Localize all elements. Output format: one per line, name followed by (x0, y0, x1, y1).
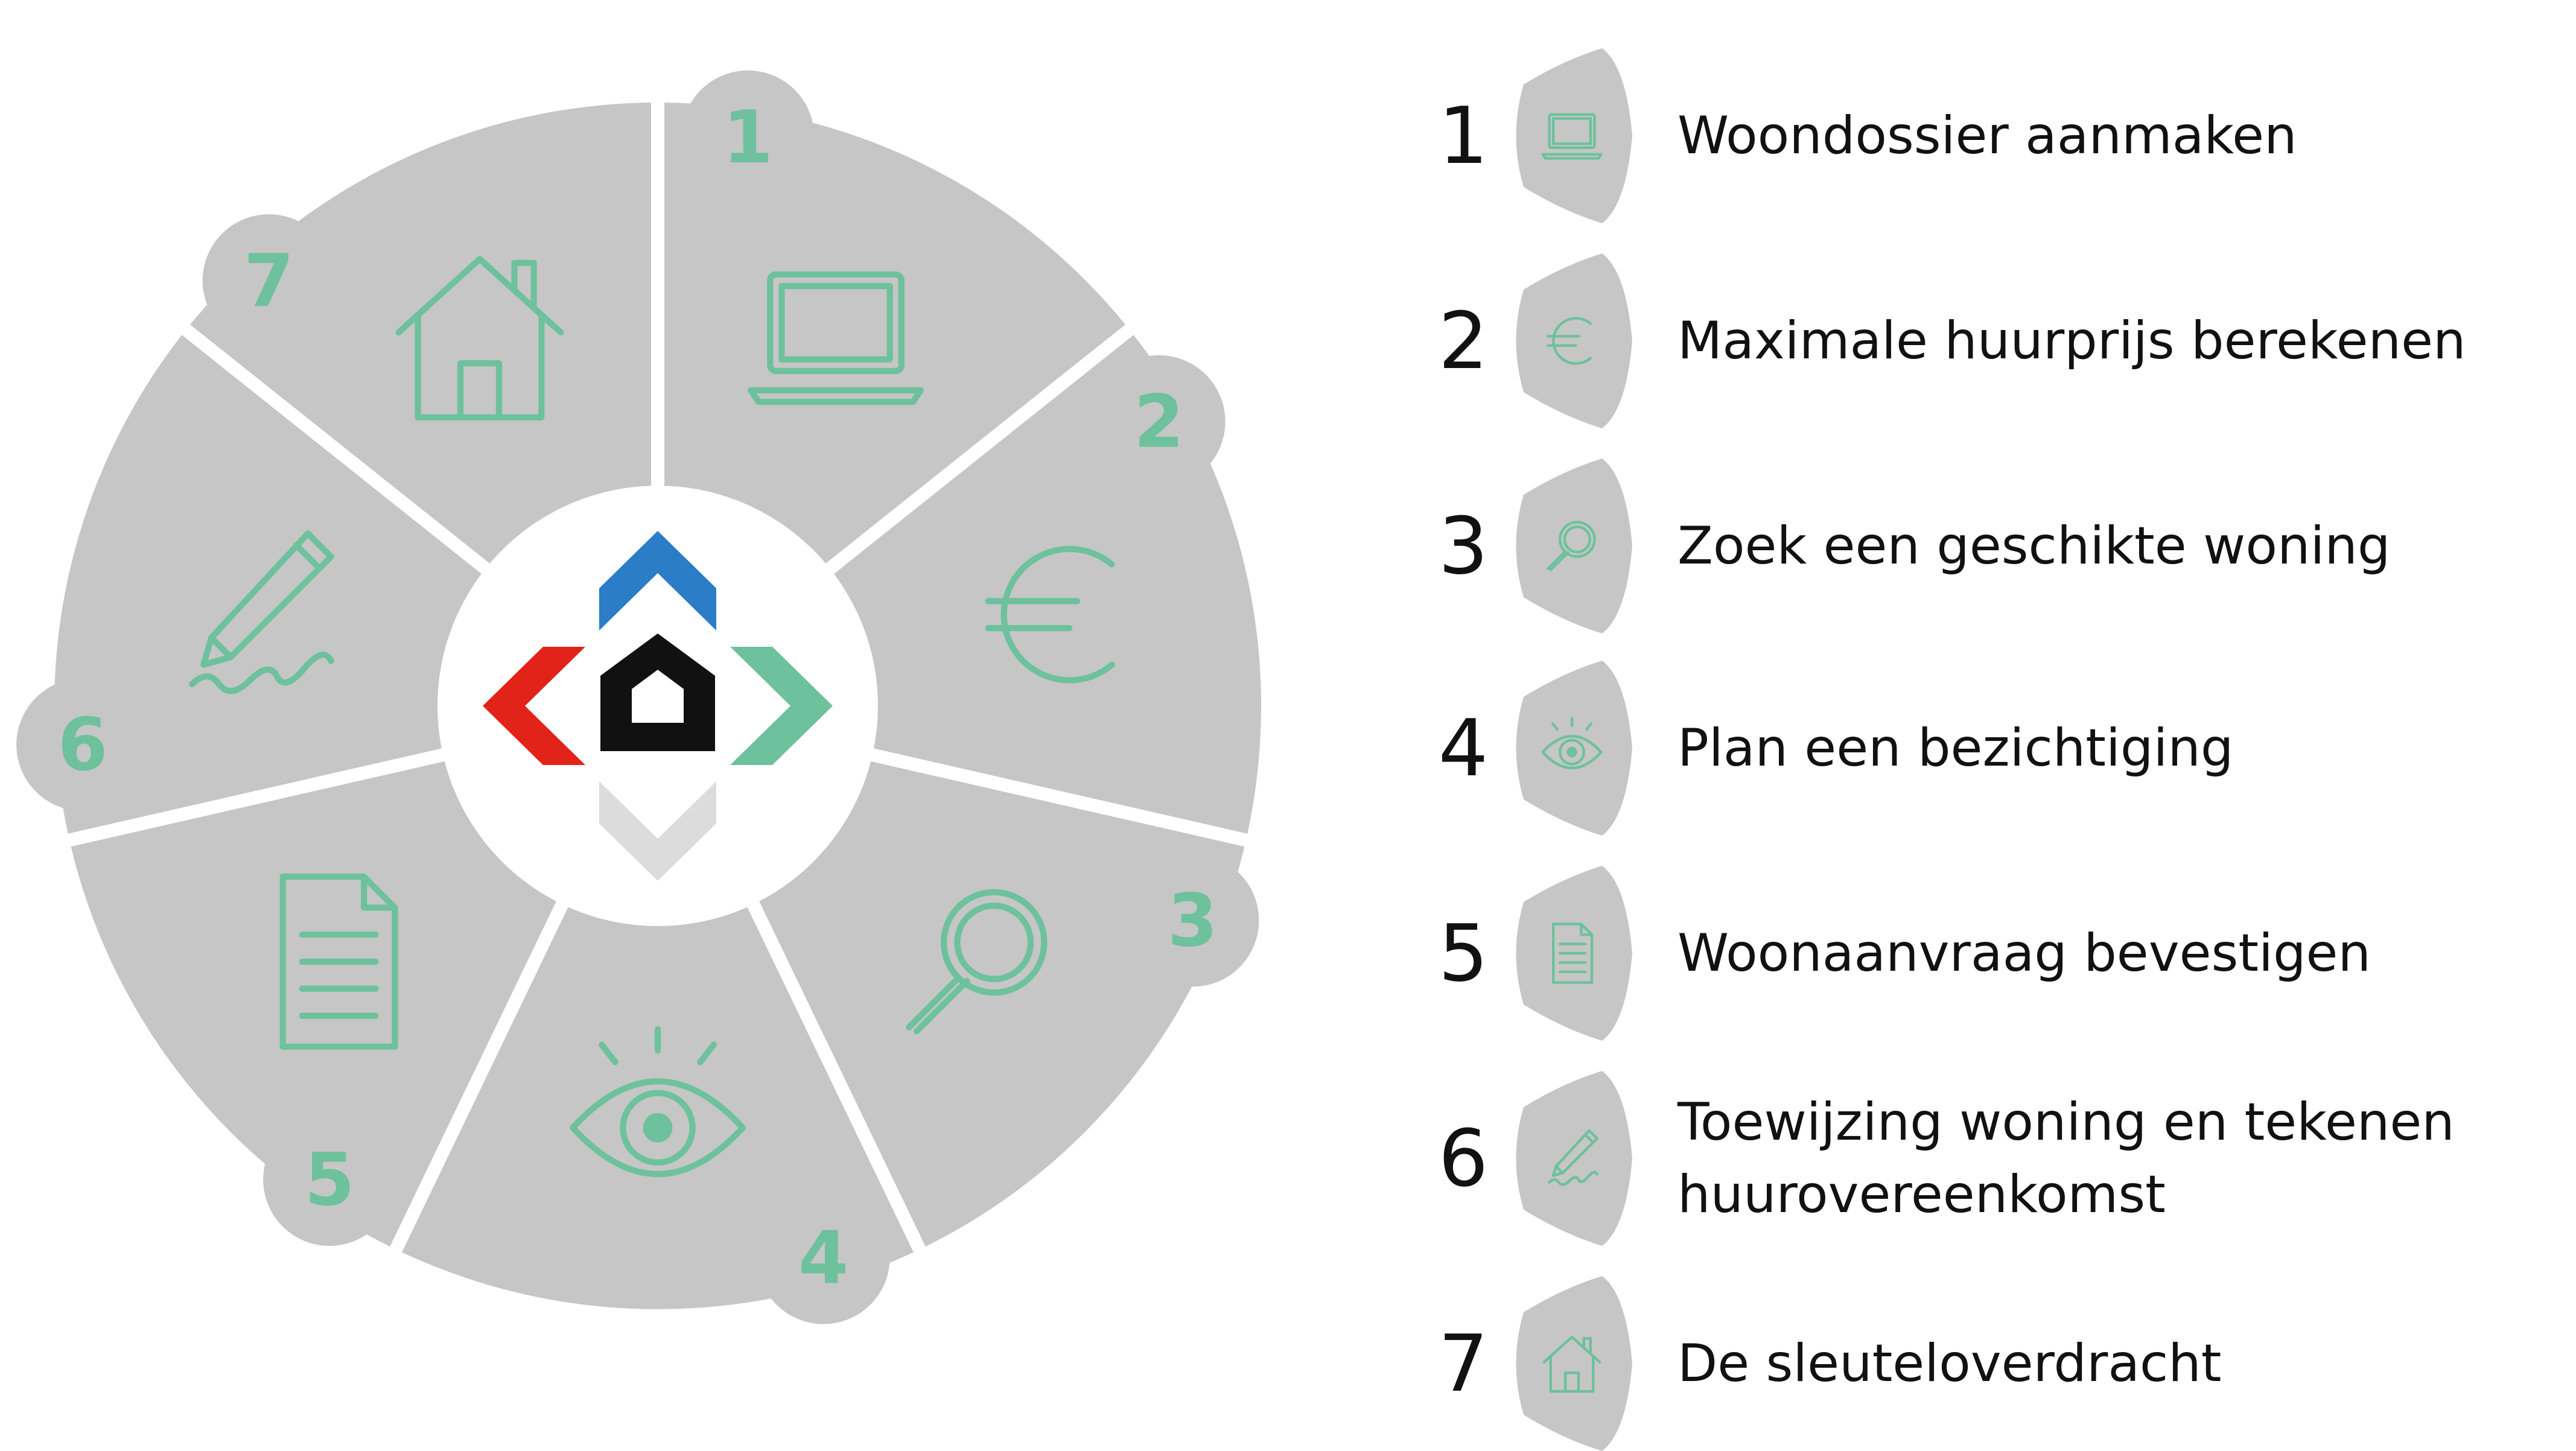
wheel-tab-4 (757, 1191, 890, 1324)
step-tab (1516, 48, 1632, 223)
magnifier-icon (906, 889, 1048, 1035)
step-tab (1516, 459, 1632, 633)
step-label: De sleuteloverdracht (1678, 1333, 2222, 1394)
step-tab (1516, 866, 1632, 1041)
wheel-segment-1 (664, 103, 1125, 570)
wheel-tab-6 (16, 678, 150, 811)
wheel-segment-6 (54, 335, 489, 834)
step-tab (1516, 661, 1632, 836)
eye-icon (1541, 717, 1603, 770)
laptop-icon (748, 271, 924, 405)
step-label: Toewijzing woning en tekenen huurovereen… (1678, 1091, 2455, 1225)
steps-list: 1 Woondossier aanmaken 2 Maximale huurprijs… (1412, 0, 2559, 1451)
wheel-segment-3 (755, 759, 1245, 1247)
step-item-1: 1 Woondossier aanmaken (1412, 48, 2559, 223)
document-icon (279, 874, 398, 1050)
step-number: 1 (1438, 90, 1489, 182)
step-label: Woonaanvraag bevestigen (1678, 922, 2371, 983)
step-label: Woondossier aanmaken (1678, 105, 2297, 166)
step-item-3: 3 Zoek een geschikte woning (1412, 459, 2559, 633)
step-item-6: 6 Toewijzing woning en tekenen huuroveree… (1412, 1071, 2559, 1246)
euro-icon (1547, 317, 1592, 365)
document-icon (1552, 922, 1594, 984)
step-label: Zoek een geschikte woning (1678, 515, 2391, 576)
step-item-7: 7 De sleuteloverdracht (1412, 1276, 2559, 1451)
step-label: Maximale huurprijs berekenen (1678, 310, 2466, 371)
step-tab (1516, 253, 1632, 428)
wheel-number-3: 3 (1168, 880, 1218, 964)
house-icon (395, 256, 564, 421)
step-tab (1516, 1071, 1632, 1246)
step-tab (1516, 1276, 1632, 1451)
wheel-tab-2 (1092, 355, 1226, 488)
step-item-5: 5 Woonaanvraag bevestigen (1412, 866, 2559, 1041)
wheel-tab-7 (202, 214, 336, 348)
magnifier-icon (1547, 521, 1596, 571)
euro-icon (985, 545, 1115, 684)
step-item-2: 2 Maximale huurprijs berekenen (1412, 253, 2559, 428)
wheel-number-4: 4 (798, 1217, 849, 1301)
laptop-icon (1541, 113, 1603, 160)
process-wheel: 1 2 3 4 5 6 7 (16, 70, 1261, 1324)
step-number: 3 (1438, 500, 1489, 592)
wheel-tab-5 (263, 1113, 396, 1246)
wheel-number-7: 7 (244, 240, 294, 323)
wheel-tab-3 (1126, 854, 1259, 987)
house-icon (1542, 1335, 1601, 1393)
wheel-number-6: 6 (57, 703, 108, 787)
company-logo-icon (483, 531, 833, 881)
step-label: Plan een bezichtiging (1678, 717, 2234, 778)
step-item-4: 4 Plan een bezichtiging (1412, 661, 2559, 836)
wheel-number-5: 5 (304, 1138, 355, 1222)
step-number: 2 (1438, 295, 1489, 387)
wheel-segment-5 (71, 759, 561, 1247)
wheel-number-2: 2 (1134, 381, 1185, 465)
step-number: 5 (1438, 907, 1489, 999)
step-number: 6 (1438, 1113, 1489, 1204)
step-number: 7 (1438, 1318, 1489, 1409)
wheel-tab-1 (681, 70, 815, 203)
step-number: 4 (1438, 702, 1489, 794)
eye-icon (570, 1026, 746, 1178)
pencil-signature-icon (1548, 1129, 1599, 1186)
wheel-number-1: 1 (723, 96, 774, 180)
pencil-signature-icon (189, 530, 334, 694)
